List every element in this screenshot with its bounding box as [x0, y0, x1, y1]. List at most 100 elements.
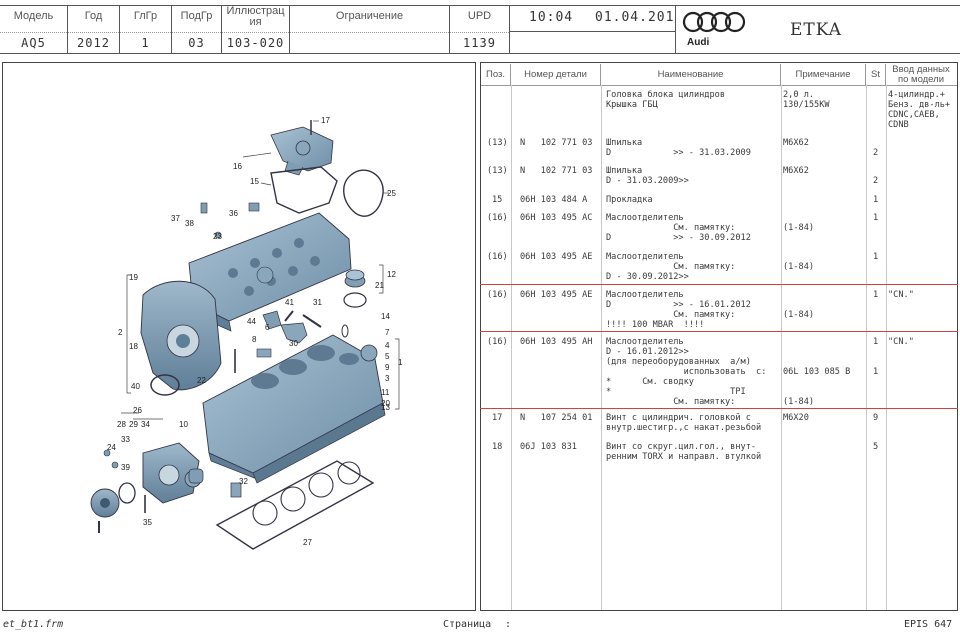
- cell-name: Шпилька D >> - 31.03.2009: [606, 138, 751, 158]
- callout: 33: [121, 435, 130, 444]
- callout: 38: [185, 219, 194, 228]
- cell-name: Маслоотделитель D - 16.01.2012>> (для пе…: [606, 337, 767, 407]
- callout: 11: [381, 388, 390, 397]
- seal-20[interactable]: [150, 374, 180, 396]
- cell-models: "CN.": [888, 337, 914, 347]
- pulley[interactable]: [90, 488, 120, 533]
- cell-pos: (16): [487, 290, 508, 300]
- col-header-qty[interactable]: St: [866, 64, 886, 85]
- cell-part-no: 06H 103 495 AE: [520, 252, 593, 262]
- column-divider: [601, 85, 602, 610]
- callout: 20: [381, 399, 390, 408]
- callout: 1: [398, 358, 403, 367]
- small-bolts[interactable]: [200, 202, 260, 239]
- parts-table[interactable]: [480, 62, 958, 611]
- app-title: ETKA: [790, 20, 843, 40]
- header-upd[interactable]: UPD 1139: [450, 5, 510, 54]
- cell-qty: 1 1: [873, 337, 879, 377]
- col-header-models[interactable]: Ввод данных по модели: [892, 63, 950, 85]
- callout: 24: [107, 443, 116, 452]
- cell-qty: 9: [873, 413, 879, 423]
- col-header-part-no[interactable]: Номер детали: [511, 64, 601, 85]
- header-illustration[interactable]: Иллюстрация 103-020: [222, 5, 290, 54]
- callout: 34: [141, 420, 150, 429]
- year-value: 2012: [77, 36, 110, 50]
- divider: [68, 32, 119, 33]
- callout: 21: [375, 281, 384, 290]
- divider: [290, 32, 449, 33]
- callout: 3: [385, 374, 390, 383]
- cell-qty: 1: [873, 195, 879, 205]
- system-id: EPIS 647: [904, 619, 953, 630]
- divider: [172, 32, 221, 33]
- cell-part-no: 06J 103 831: [520, 442, 577, 452]
- current-date: 01.04.201: [595, 10, 675, 25]
- clock-time: 10:04: [529, 10, 574, 25]
- cell-models: 4-цилиндр.+ Бенз. дв-ль+ CDNC,CAEB, CDNB: [888, 90, 951, 130]
- front-crank-parts[interactable]: [103, 442, 204, 504]
- cell-note: 06L 103 085 B (1-84): [783, 367, 851, 407]
- col-header-name[interactable]: Наименование: [601, 64, 781, 85]
- gasket-15[interactable]: [270, 166, 338, 214]
- callout: 14: [381, 312, 390, 321]
- callout: 28: [117, 420, 126, 429]
- cell-pos: (13): [487, 166, 508, 176]
- callout: 9: [385, 363, 390, 372]
- cell-name: Маслоотделитель D >> - 16.01.2012 См. па…: [606, 290, 751, 330]
- bolts-group[interactable]: [234, 310, 349, 373]
- column-divider: [511, 85, 512, 610]
- sleeve-39[interactable]: [230, 482, 242, 498]
- cell-part-no: 06H 103 495 AE: [520, 290, 593, 300]
- oil-separator-part[interactable]: [270, 120, 334, 176]
- cell-note: M6X62: [783, 166, 809, 176]
- header-year[interactable]: Год 2012: [68, 5, 120, 54]
- header-group[interactable]: ГлГр 1: [120, 5, 172, 54]
- callout: 23: [213, 232, 222, 241]
- col-header-note[interactable]: Примечание: [781, 64, 866, 85]
- cell-pos: (13): [487, 138, 508, 148]
- audi-logo: Audi: [680, 8, 748, 50]
- model-label: Модель: [13, 10, 54, 22]
- callout: 40: [131, 382, 140, 391]
- callout: 17: [321, 116, 330, 125]
- oil-filler-cap[interactable]: [343, 269, 367, 308]
- column-divider: [866, 85, 867, 610]
- upd-value: 1139: [463, 36, 496, 50]
- cell-part-no: 06H 103 495 AH: [520, 337, 593, 347]
- cell-note: M6X20: [783, 413, 809, 423]
- callout: 10: [179, 420, 188, 429]
- illustration-panel[interactable]: 17 16 15 25 37 38 36 23 19 12 21 2 44 41…: [2, 62, 476, 611]
- subgroup-value: 03: [188, 36, 205, 50]
- cell-qty: 1: [873, 252, 879, 262]
- header-bar: [0, 5, 960, 54]
- callout: 19: [129, 273, 138, 282]
- subgroup-label: ПодГр: [180, 10, 213, 22]
- divider: [450, 32, 509, 33]
- gasket-25[interactable]: [343, 169, 384, 217]
- exploded-view-diagram: 17 16 15 25 37 38 36 23 19 12 21 2 44 41…: [90, 116, 403, 550]
- cell-name: Прокладка: [606, 195, 653, 205]
- cell-note: M6X62: [783, 138, 809, 148]
- cell-part-no: 06H 103 495 AC: [520, 213, 593, 223]
- callout: 7: [385, 328, 390, 337]
- callout: 25: [387, 189, 396, 198]
- cell-part-no: 06H 103 484 A: [520, 195, 588, 205]
- audi-wordmark: Audi: [687, 37, 710, 48]
- header-subgroup[interactable]: ПодГр 03: [172, 5, 222, 54]
- timing-cover[interactable]: [140, 280, 222, 391]
- header-restriction[interactable]: Ограничение: [290, 5, 450, 54]
- header-model[interactable]: Модель AQ5: [0, 5, 68, 54]
- cell-name: Маслоотделитель См. памятку: D >> - 30.0…: [606, 213, 751, 243]
- header-datetime: 10:04 01.04.201: [510, 5, 676, 54]
- cell-qty: 1: [873, 290, 879, 300]
- callout: 16: [233, 162, 242, 171]
- row-separator-highlight: [480, 408, 958, 409]
- col-header-pos[interactable]: Поз.: [481, 64, 511, 85]
- callout: 18: [129, 342, 138, 351]
- column-divider: [886, 85, 887, 610]
- callout: 15: [250, 177, 259, 186]
- model-value: AQ5: [21, 36, 46, 50]
- head-gasket[interactable]: [215, 460, 375, 550]
- engine-block[interactable]: [202, 334, 386, 484]
- cell-qty: 1: [873, 213, 879, 223]
